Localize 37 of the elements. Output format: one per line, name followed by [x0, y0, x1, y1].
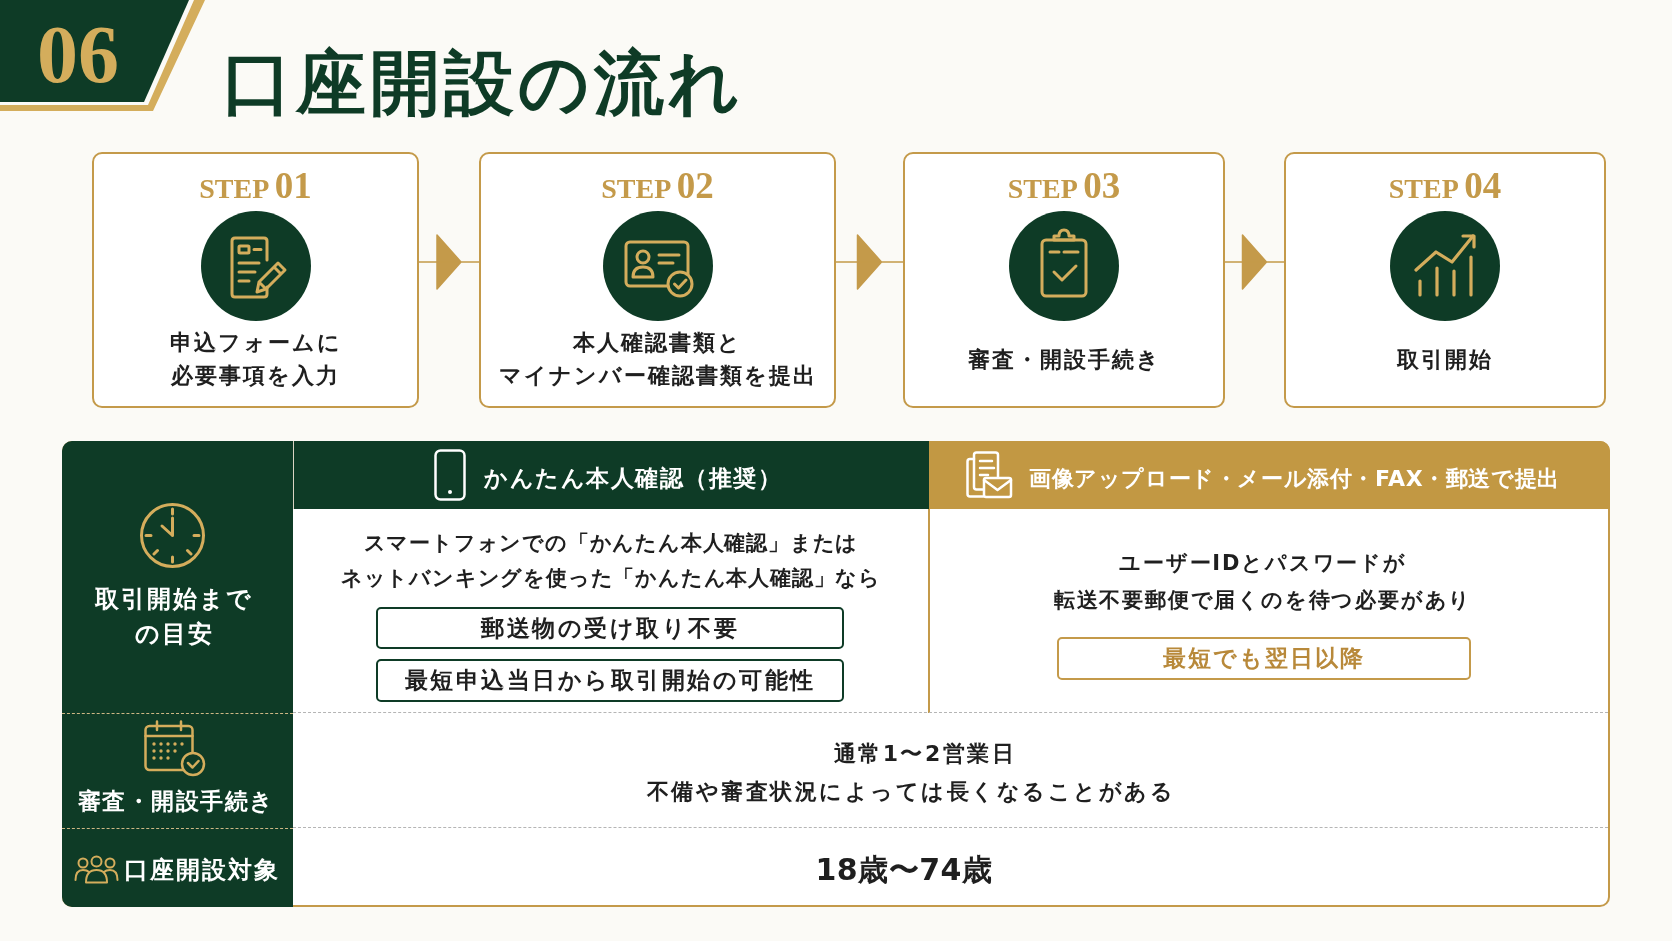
arrow — [835, 234, 904, 290]
note-box: 郵送物の受け取り不要 — [376, 607, 844, 649]
row-header-cell — [62, 441, 293, 713]
step-card — [1284, 152, 1606, 408]
note-box: 最短申込当日から取引開始の可能性 — [376, 659, 844, 702]
step-number: STEP 02 — [601, 166, 714, 208]
cell-text: 通常1〜2営業日 — [833, 739, 1017, 768]
step-number: STEP 03 — [1007, 166, 1121, 208]
row-header-cell — [62, 713, 293, 828]
arrow — [418, 234, 480, 290]
section-number: 06 — [37, 10, 119, 100]
step-text: 審査・開設手続き — [967, 345, 1161, 374]
note-box: 最短でも翌日以降 — [1057, 637, 1471, 680]
step-text: 本人確認書類とマイナンバー確認書類を提出 — [498, 329, 817, 390]
header-text: 画像アップロード・メール添付・FAX・郵送で提出 — [1029, 464, 1560, 493]
cell-text: ユーザーIDとパスワードが転送不要郵便で届くのを待つ必要があり — [1053, 550, 1473, 614]
step-number: STEP 04 — [1388, 166, 1502, 208]
header-text: かんたん本人確認（推奨） — [484, 464, 782, 493]
row-header-text: 審査・開設手続き — [77, 787, 275, 816]
column-header — [293, 441, 929, 509]
column-header — [929, 441, 1610, 509]
step-number: STEP 01 — [199, 166, 312, 208]
step-text: 申込フォームに必要事項を入力 — [169, 329, 342, 390]
step-card — [92, 152, 419, 408]
info-table — [62, 441, 1610, 907]
cell-text: 18歳〜74歳 — [815, 851, 993, 889]
row-header-cell — [62, 828, 293, 907]
step-card — [479, 152, 836, 408]
row-header-text: 取引開始までの目安 — [95, 584, 253, 650]
step-text: 取引開始 — [1397, 345, 1493, 374]
cell-text: スマートフォンでの「かんたん本人確認」またはネットバンキングを使った「かんたん本人確認」なら — [340, 530, 882, 592]
step-card — [903, 152, 1225, 408]
number-badge — [0, 0, 206, 112]
arrow — [1224, 234, 1285, 290]
page-title: 口座開設の流れ — [222, 43, 744, 123]
cell-text: 不備や審査状況によっては長くなることがある — [646, 777, 1176, 806]
row-header-text: 口座開設対象 — [124, 855, 280, 886]
